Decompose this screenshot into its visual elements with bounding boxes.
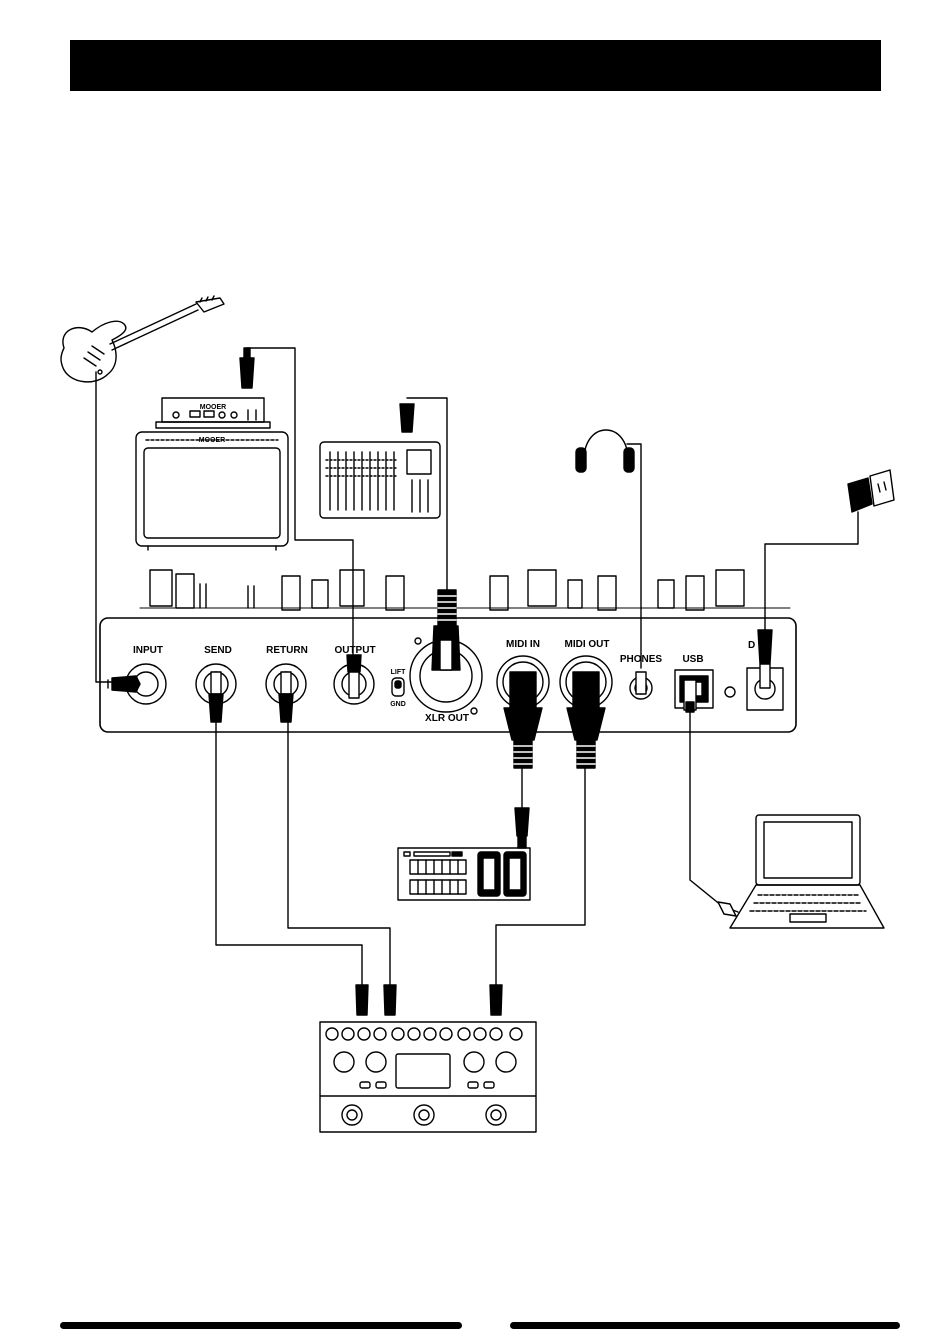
led-indicator: [725, 687, 735, 697]
footer-bar-left: [60, 1322, 462, 1329]
lift-label: LIFT: [391, 669, 406, 676]
cable-send-to-pedal: [216, 722, 362, 985]
input-plug: [108, 676, 140, 692]
cable-headphones-to-phones: [627, 444, 641, 668]
midi-in-plug: [504, 672, 542, 768]
electric-guitar-icon: [61, 296, 224, 382]
ground-lift-switch[interactable]: [392, 678, 404, 696]
midi-out-label: MIDI OUT: [565, 639, 610, 650]
usb-laptop-plug: [718, 902, 736, 916]
amp-grille-brand: MOOER: [199, 437, 225, 444]
pedal-cable-plugs: [356, 985, 502, 1015]
gnd-label: GND: [390, 701, 406, 708]
effects-pedal-icon: [320, 1022, 536, 1132]
mixer-icon: [320, 442, 440, 518]
amp-cable-plug: [240, 348, 254, 388]
dc-plug: [758, 630, 772, 688]
usb-plug: [684, 680, 696, 712]
return-label: RETURN: [266, 645, 308, 656]
amp-cabinet-icon: [136, 432, 288, 550]
dc-label: D: [748, 640, 755, 651]
mixer-cable-plug: [400, 404, 414, 432]
laptop-icon: [730, 815, 884, 928]
power-adapter-icon: [848, 470, 894, 512]
input-label: INPUT: [133, 645, 163, 656]
output-plug: [347, 655, 361, 698]
midi-out-plug: [567, 672, 605, 768]
controller-cable-plug: [515, 808, 529, 848]
output-label: OUTPUT: [334, 645, 375, 656]
footer-bar-right: [510, 1322, 900, 1329]
midi-controller-icon: [398, 848, 530, 900]
return-plug: [279, 672, 293, 722]
headphones-icon: [576, 430, 634, 472]
usb-label: USB: [682, 654, 703, 665]
rear-plugs-row: [140, 570, 790, 610]
amp-head-brand: MOOER: [200, 404, 226, 411]
xlr-plug: [432, 590, 460, 670]
cable-guitar-to-input: [96, 372, 112, 682]
send-label: SEND: [204, 645, 232, 656]
cable-power-to-dc: [765, 512, 858, 632]
cable-usb-to-laptop: [690, 712, 738, 912]
phones-plug: [636, 672, 646, 694]
xlr-out-label: XLR OUT: [425, 713, 469, 724]
midi-in-label: MIDI IN: [506, 639, 540, 650]
amp-head-icon: [156, 398, 270, 428]
phones-label: PHONES: [620, 654, 663, 665]
send-plug: [209, 672, 223, 722]
